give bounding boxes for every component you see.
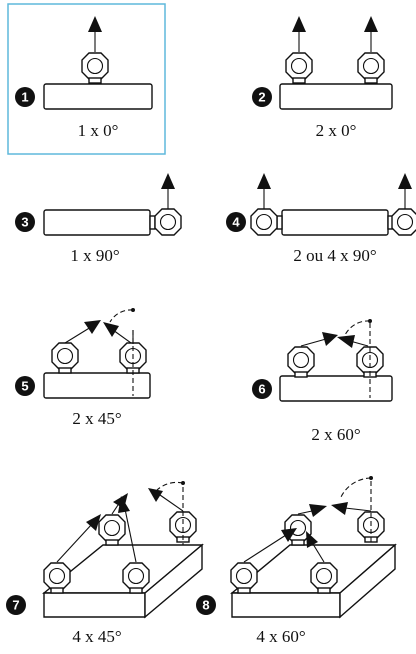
selected-config-frame	[7, 3, 166, 155]
config-4: 4 2 ou 4 x 90°	[226, 173, 416, 265]
caption-1: 1 x 0°	[78, 121, 119, 140]
config-2: 2 2 x 0°	[252, 16, 393, 140]
config-3: 3 1 x 90°	[15, 173, 182, 265]
badge-1-text: 1	[21, 90, 28, 105]
config-7: 7 4 x 45°	[6, 481, 204, 646]
config-5: 5 2 x 45°	[15, 308, 151, 428]
badge-8-text: 8	[202, 598, 209, 613]
badge-4-text: 4	[232, 215, 240, 230]
caption-8: 4 x 60°	[256, 627, 305, 646]
config-8: 8 4 x 60°	[196, 476, 397, 646]
config-1: 1 1 x 0°	[15, 16, 153, 140]
badge-6-text: 6	[258, 382, 265, 397]
badge-5-text: 5	[21, 379, 28, 394]
caption-6: 2 x 60°	[311, 425, 360, 444]
load-arrow-icon	[88, 16, 102, 32]
badge-3-text: 3	[21, 215, 28, 230]
badge-7-text: 7	[12, 598, 19, 613]
angle-arc-icon	[109, 309, 134, 323]
eyenut-icon	[81, 52, 109, 84]
badge-2-text: 2	[258, 90, 265, 105]
badge-1	[15, 87, 35, 107]
caption-5: 2 x 45°	[72, 409, 121, 428]
caption-7: 4 x 45°	[72, 627, 121, 646]
caption-4: 2 ou 4 x 90°	[293, 246, 376, 265]
caption-2: 2 x 0°	[316, 121, 357, 140]
config-6: 6 2 x 60°	[252, 319, 393, 444]
caption-3: 1 x 90°	[70, 246, 119, 265]
